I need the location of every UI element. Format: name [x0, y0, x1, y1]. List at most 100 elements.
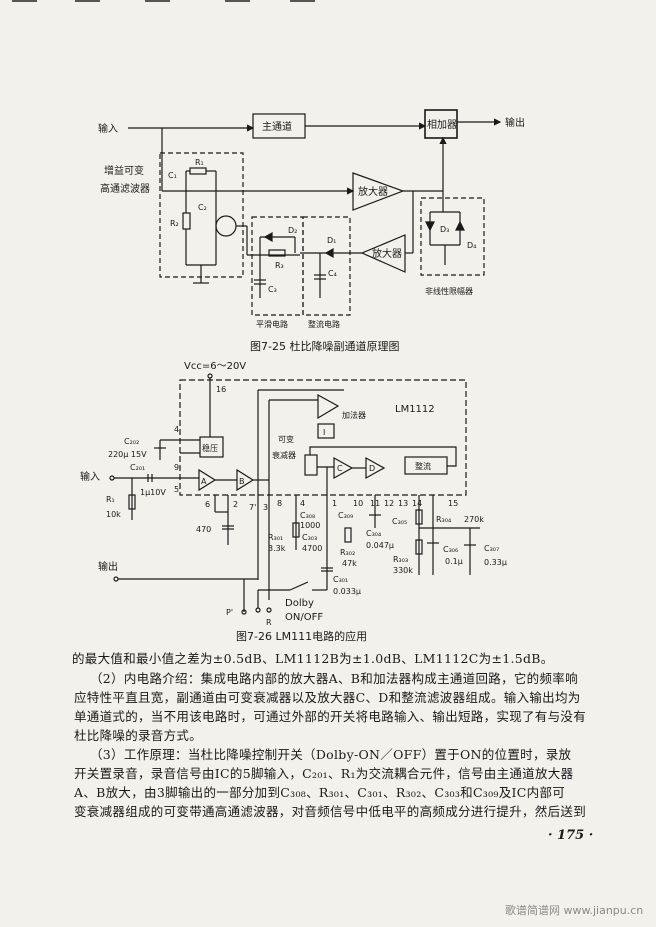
c304-label: C₃₀₄ [366, 529, 381, 538]
c306-value: 0.1μ [445, 557, 463, 566]
vcc-label: Vcc=6～20V [184, 361, 246, 372]
amp1-label: 放大器 [358, 185, 388, 198]
amplifier-2 [360, 234, 406, 273]
c308-label: C₃₀₈ [300, 511, 315, 520]
pin-label: 13 [398, 499, 408, 508]
limiter-dashed-box [420, 197, 485, 276]
c4-label: C₄ [328, 269, 337, 278]
pin-label: 4 [174, 425, 179, 434]
r304-value: 270k [464, 515, 484, 524]
limiter-label: 非线性限幅器 [425, 286, 473, 296]
scan-mark [75, 0, 100, 2]
adder-label: 相加器 [427, 118, 457, 131]
scan-mark [12, 0, 37, 2]
adder-amp [317, 393, 340, 420]
fig2-output-label: 输出 [98, 560, 118, 573]
c303-value: 4700 [302, 544, 322, 553]
c201-label: C₂₀₁ [130, 463, 145, 472]
chip-label: LM1112 [395, 404, 435, 415]
dolby-switch[interactable] [289, 581, 309, 591]
amp-a-label: A [201, 477, 207, 486]
amp-i-label: I [323, 428, 325, 437]
fig2-input-label: 输入 [80, 470, 100, 483]
amp-c-label: C [337, 464, 343, 473]
r1-value: 10k [106, 510, 121, 519]
d4-label: D₄ [467, 241, 476, 250]
c305-label: C₃₀₅ [392, 517, 407, 526]
r1-label: R₁ [106, 495, 115, 504]
watermark: 歌谱简谱网 www.jianpu.cn [505, 904, 644, 917]
lm1112-chip-box [179, 379, 467, 496]
body-line: 的最大值和最小值之差为±0.5dB、LM1112B为±1.0dB、LM1112C… [72, 651, 554, 666]
dolby-label: Dolby [285, 598, 314, 609]
body-line: （3）工作原理：当杜比降噪控制开关（Dolby-ON／OFF）置于ON的位置时，… [90, 747, 572, 762]
pin-label: 2 [233, 500, 238, 509]
c306-label: C₃₀₆ [443, 545, 458, 554]
c307-value: 0.33μ [484, 558, 507, 567]
c1-label: C₁ [168, 171, 177, 180]
r3-label: R₃ [275, 261, 284, 270]
body-line: 应特性平直且宽，副通道由可变衰减器以及放大器C、D和整流滤波器组成。输入输出均为 [74, 690, 581, 705]
adder-label: 加法器 [342, 410, 366, 420]
r1-label: R₁ [195, 158, 204, 167]
amp-c [333, 456, 354, 480]
regulator-label: 稳压 [202, 443, 218, 453]
body-line: 变衰减器组成的可变带通高通滤波器，对音频信号中低电平的高频成分进行提升，然后送到 [74, 804, 587, 819]
c301-value: 0.033μ [333, 587, 361, 596]
pin-label: 4 [300, 499, 305, 508]
c304-value: 0.047μ [366, 541, 394, 550]
pin-label: 10 [353, 499, 363, 508]
pin-label: 1 [332, 499, 337, 508]
c301-label: C₃₀₁ [333, 575, 348, 584]
c2-label: C₂ [198, 203, 207, 212]
filter-label: 增益可变 [104, 164, 144, 177]
pin-label: 7' [249, 503, 256, 512]
amp-i-box [317, 423, 335, 439]
pin-label: 3 [263, 503, 268, 512]
p-label: P' [226, 608, 233, 617]
fig1-input-label: 输入 [98, 122, 118, 135]
c303-label: C₃₀₃ [302, 533, 317, 542]
rectifier-label: 整流电路 [308, 319, 340, 329]
amp-d-label: D [369, 464, 375, 473]
c201-value: 1μ10V [140, 488, 166, 497]
figure2-caption: 图7-26 LM111电路的应用 [236, 629, 367, 643]
pin-label: 14 [412, 499, 422, 508]
c3-label: C₃ [268, 285, 277, 294]
pin-label: 8 [277, 499, 282, 508]
c307-label: C₃₀₇ [484, 544, 499, 553]
pin-label: 5 [174, 485, 179, 494]
cap-470-value: 470 [196, 525, 211, 534]
pin-label: 9 [174, 463, 179, 472]
c202-label: C₂₀₂ [124, 437, 139, 446]
amp-d [365, 456, 386, 480]
r302-value: 47k [342, 559, 357, 568]
variable-attenuator [304, 454, 318, 476]
pin-label: 16 [216, 385, 226, 394]
d2-label: D₂ [288, 226, 297, 235]
attenuator-label: 衰减器 [272, 450, 296, 460]
body-line: A、B放大，由3脚输出的一部分加到C₃₀₈、R₃₀₁、C₃₀₁、R₃₀₂、C₃₀… [74, 785, 566, 800]
c202-value: 220μ 15V [108, 450, 147, 459]
body-line: 杜比降噪的录音方式。 [74, 728, 203, 743]
r304-label: R₃₀₄ [436, 515, 451, 524]
figure-7-26: Vcc=6～20V 16 LM1112 稳压 4 9 5 C₂₀₂ 220μ 1… [80, 361, 507, 643]
r2-label: R₂ [170, 219, 179, 228]
r303-label: R₃₀₃ [393, 555, 408, 564]
figure1-caption: 图7-25 杜比降噪副通道原理图 [250, 339, 399, 353]
amp-a [198, 468, 217, 492]
rectifier-label: 整流 [415, 461, 431, 471]
d3-label: D₃ [440, 225, 449, 234]
regulator-box [199, 436, 224, 458]
r301-value: 3.3k [268, 544, 286, 553]
pin-label: 15 [448, 499, 458, 508]
body-line: （2）内电路介绍：集成电路内部的放大器A、B和加法器构成主通道回路，它的频率响 [90, 671, 578, 686]
body-line: 单通道式的，当不用该电路时，可通过外部的开关将电路输入、输出短路，实现了有与没有 [74, 709, 587, 724]
scan-mark [290, 0, 315, 2]
r303-value: 330k [393, 566, 413, 575]
c309-label: C₃₀₉ [338, 511, 353, 520]
filter-label: 高通滤波器 [100, 182, 150, 195]
attenuator-label: 可变 [278, 434, 294, 444]
pin-label: 6 [205, 500, 210, 509]
